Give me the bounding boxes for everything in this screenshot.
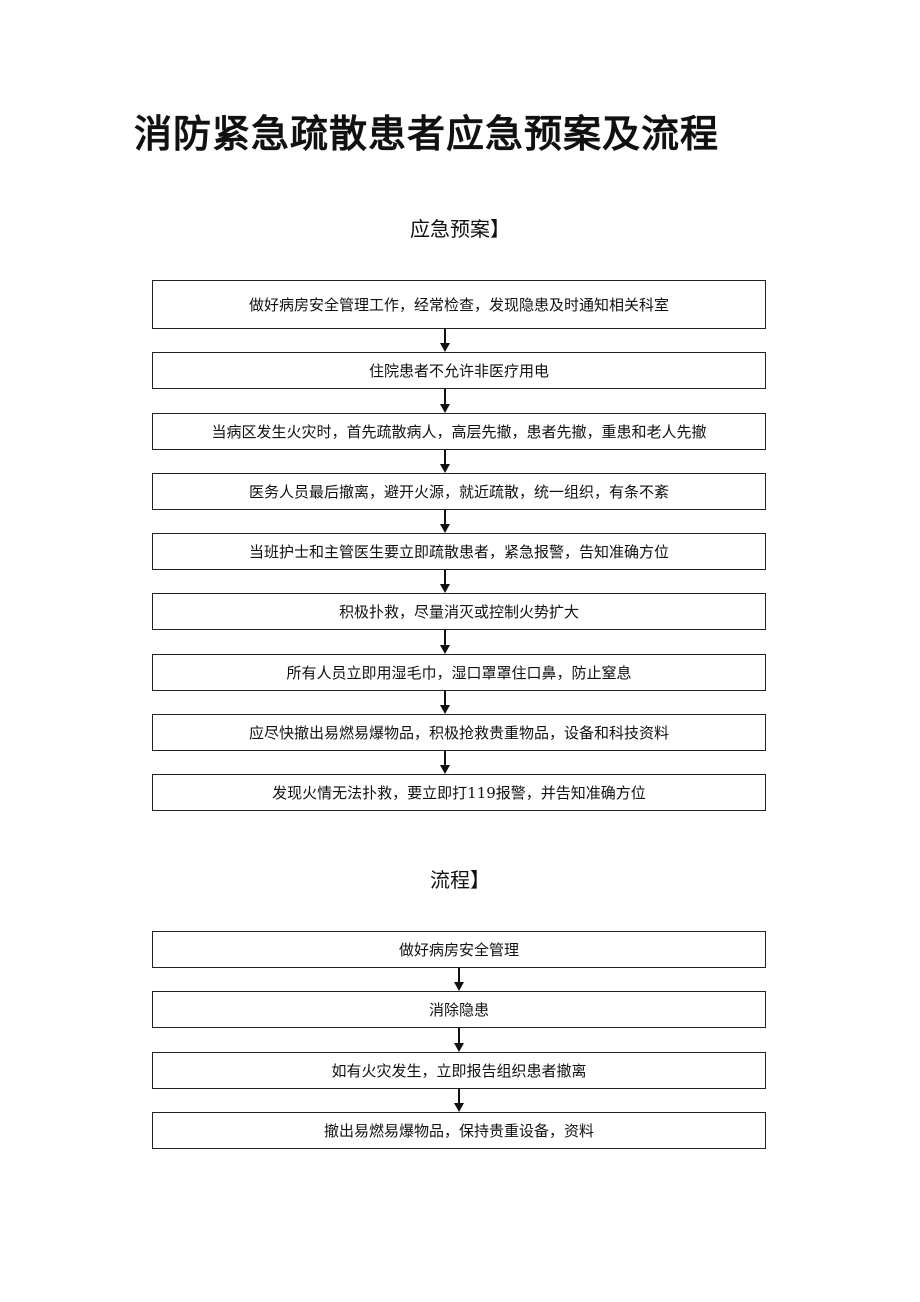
flow-arrow-3 (453, 1089, 465, 1112)
plan-step-5: 当班护士和主管医生要立即疏散患者，紧急报警，告知准确方位 (152, 533, 766, 570)
plan-arrow-5 (439, 570, 451, 593)
flow-step-1: 做好病房安全管理 (152, 931, 766, 968)
flow-arrow-1 (453, 968, 465, 991)
flow-step-4: 撤出易燃易爆物品，保持贵重设备，资料 (152, 1112, 766, 1149)
plan-step-1: 做好病房安全管理工作，经常检查，发现隐患及时通知相关科室 (152, 280, 766, 329)
plan-step-2: 住院患者不允许非医疗用电 (152, 352, 766, 389)
plan-step-3: 当病区发生火灾时，首先疏散病人，高层先撤，患者先撤，重患和老人先撤 (152, 413, 766, 450)
flow-arrow-2 (453, 1028, 465, 1052)
plan-arrow-4 (439, 510, 451, 533)
plan-arrow-6 (439, 630, 451, 654)
plan-section-heading: 应急预案】 (410, 217, 510, 241)
plan-step-4: 医务人员最后撤离，避开火源，就近疏散，统一组织，有条不紊 (152, 473, 766, 510)
plan-step-7: 所有人员立即用湿毛巾，湿口罩罩住口鼻，防止窒息 (152, 654, 766, 691)
flow-step-3: 如有火灾发生，立即报告组织患者撤离 (152, 1052, 766, 1089)
flow-step-2: 消除隐患 (152, 991, 766, 1028)
plan-arrow-7 (439, 691, 451, 714)
plan-arrow-8 (439, 751, 451, 774)
document-title: 消防紧急疏散患者应急预案及流程 (134, 112, 720, 156)
plan-step-8: 应尽快撤出易燃易爆物品，积极抢救贵重物品，设备和科技资料 (152, 714, 766, 751)
plan-arrow-3 (439, 450, 451, 473)
flow-section-heading: 流程】 (430, 868, 490, 892)
plan-arrow-1 (439, 329, 451, 352)
plan-step-9: 发现火情无法扑救，要立即打119报警，并告知准确方位 (152, 774, 766, 811)
plan-arrow-2 (439, 389, 451, 413)
plan-step-6: 积极扑救，尽量消灭或控制火势扩大 (152, 593, 766, 630)
